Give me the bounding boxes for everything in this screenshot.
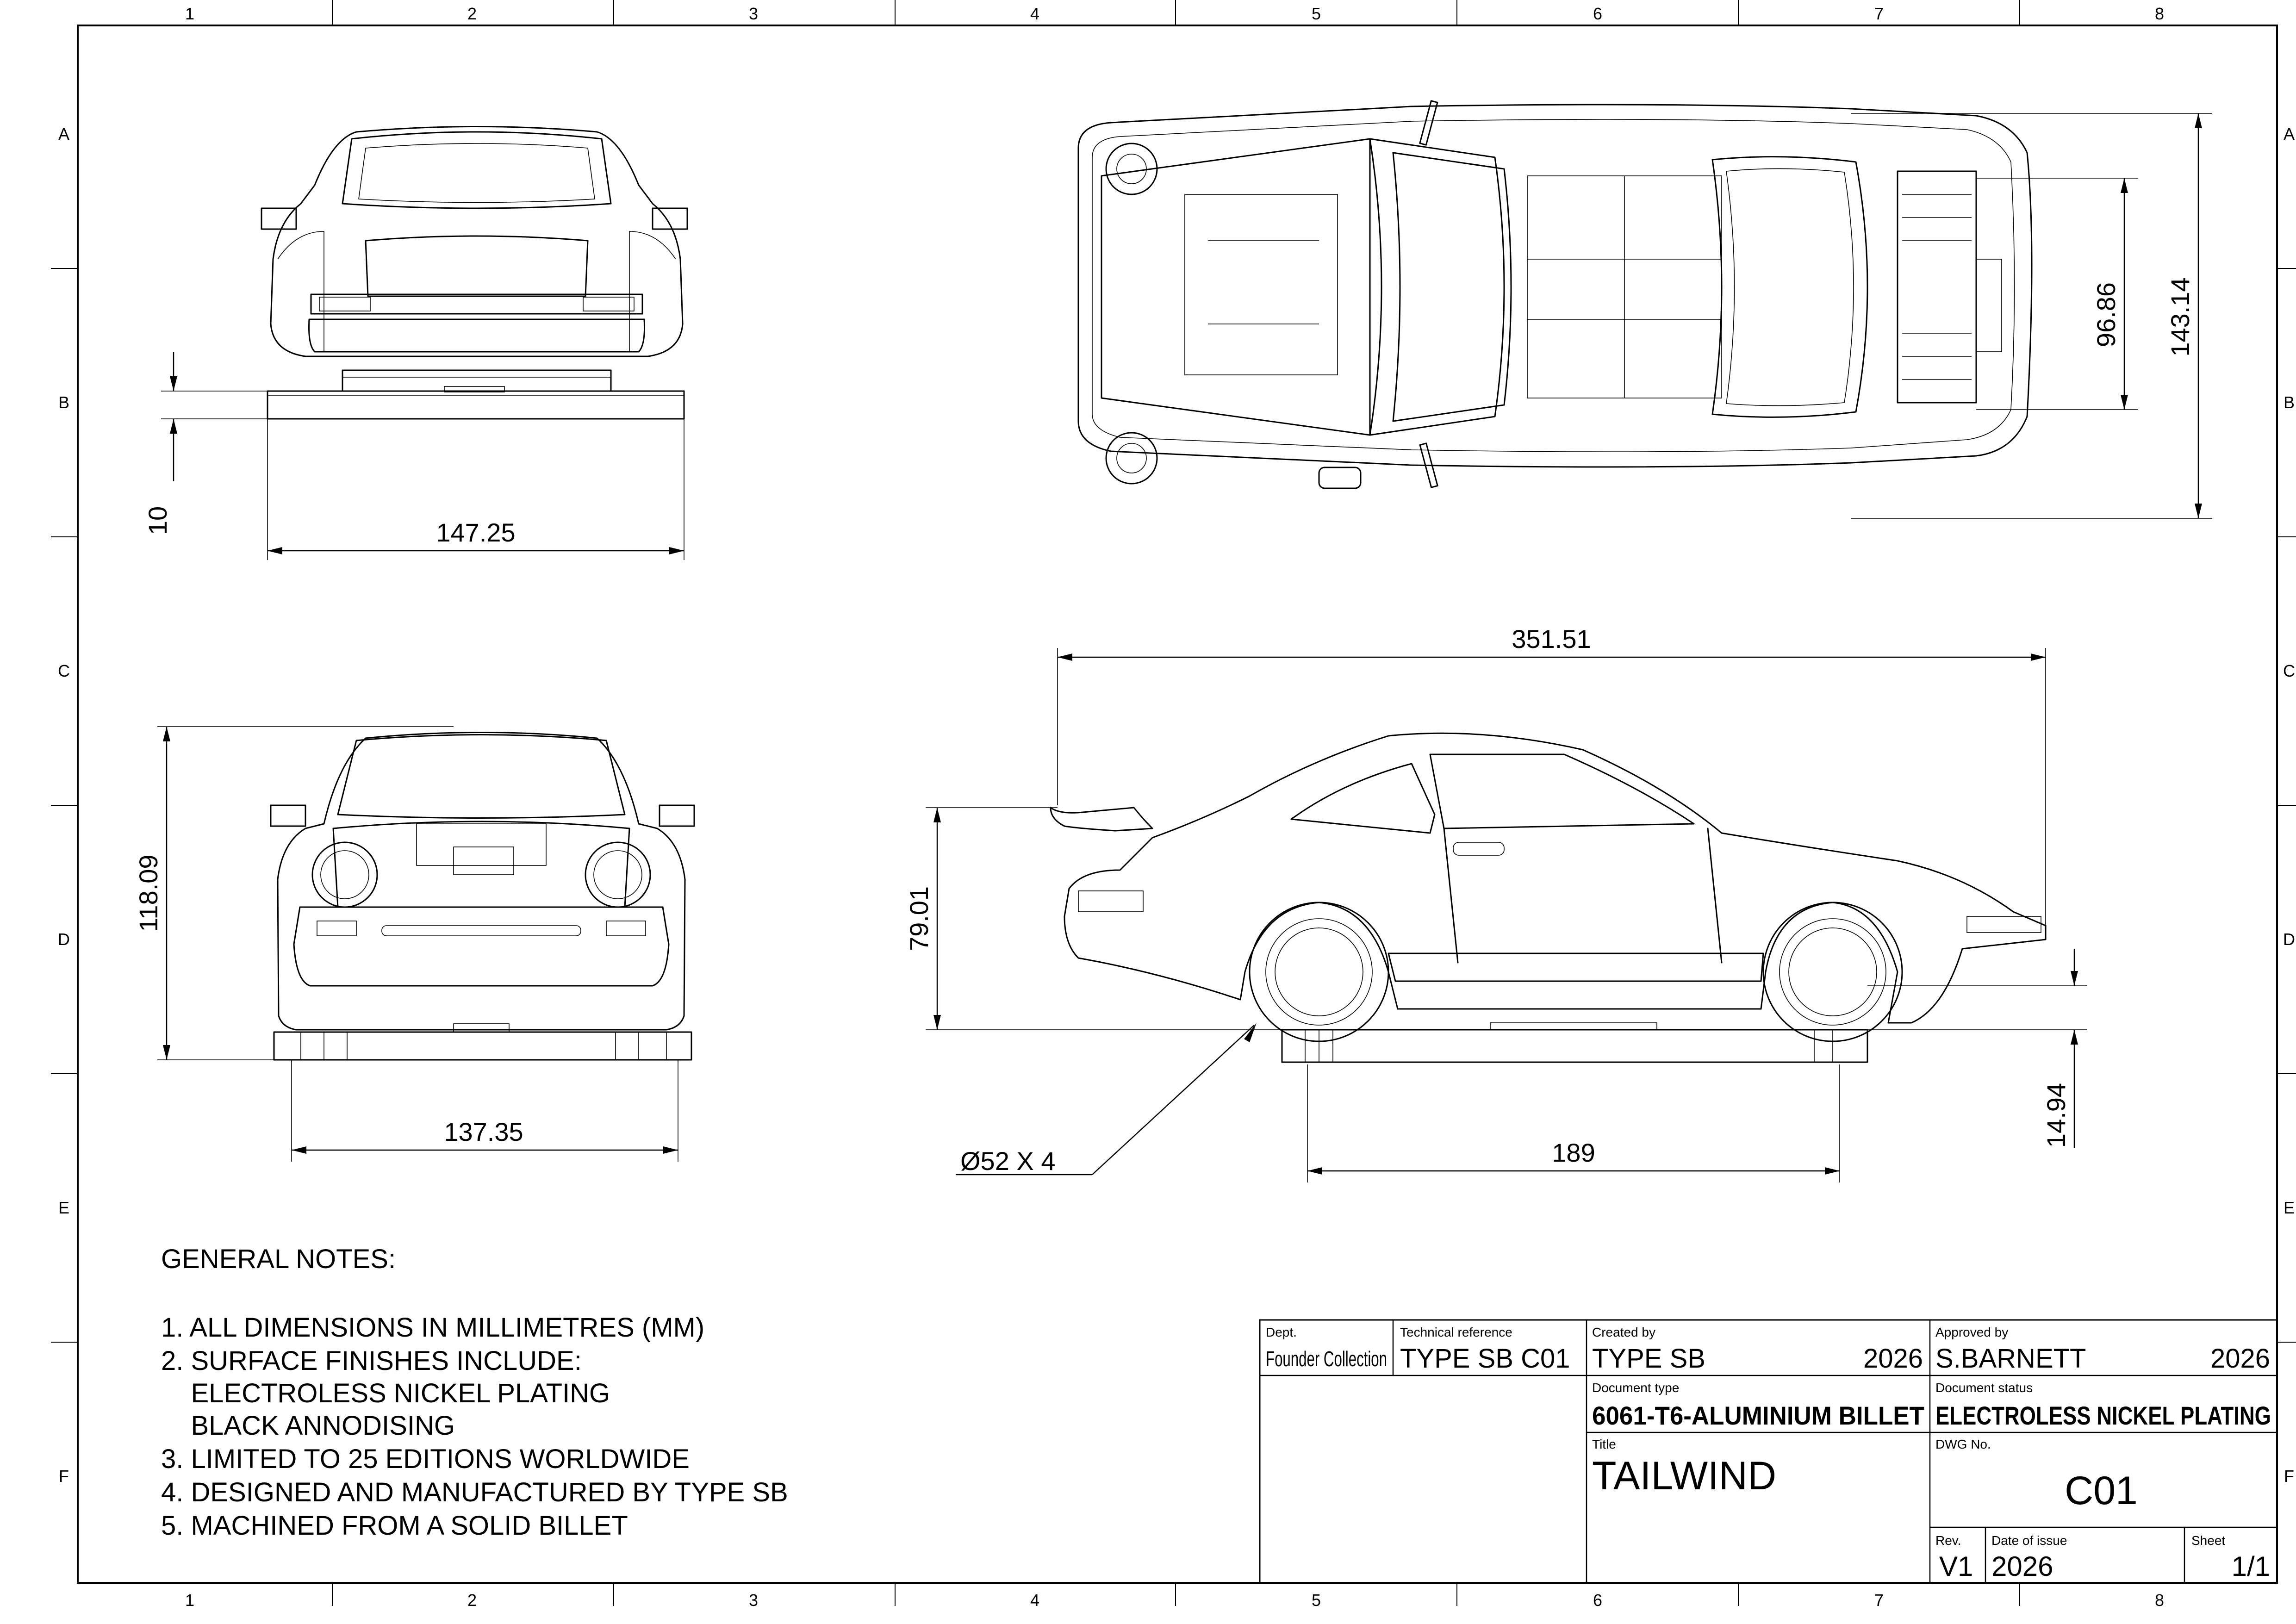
- tb-created-value: TYPE SB: [1592, 1344, 1705, 1374]
- grid-row-right-B: B: [2284, 393, 2295, 412]
- dim-text-rear-width: 147.25: [436, 518, 515, 547]
- tb-doctype-label: Document type: [1592, 1381, 1679, 1395]
- tb-rev-label: Rev.: [1935, 1533, 1961, 1548]
- grid-row-right-D: D: [2283, 930, 2295, 949]
- front-view: [270, 732, 695, 1061]
- tb-dept-label: Dept.: [1266, 1325, 1297, 1339]
- grid-col-bottom-4: 4: [1030, 1591, 1039, 1610]
- dim-text-ground-clearance: 14.94: [2041, 1083, 2071, 1148]
- side-view: [1050, 732, 2047, 1063]
- note-line-6: 4. DESIGNED AND MANUFACTURED BY TYPE SB: [161, 1477, 788, 1507]
- dimensions: 147.25 10 96.86 143.14: [134, 113, 2212, 1182]
- tb-docstatus-label: Document status: [1935, 1381, 2033, 1395]
- dim-top-inner: 96.86: [1976, 178, 2138, 410]
- tb-dwg-value: C01: [2065, 1468, 2138, 1513]
- grid-col-top-3: 3: [749, 4, 758, 23]
- grid-row-right-E: E: [2284, 1198, 2295, 1217]
- grid-labels: 1 2 3 4 5 6 7 8 1 2 3 4 5 6 7 8 A B C D …: [58, 4, 2295, 1610]
- tb-date-label: Date of issue: [1991, 1533, 2067, 1548]
- grid-row-left-D: D: [58, 930, 70, 949]
- grid-col-top-1: 1: [185, 4, 194, 23]
- tb-doctype-value: 6061-T6-ALUMINIUM BILLET: [1592, 1401, 1924, 1430]
- grid-row-left-C: C: [58, 661, 70, 680]
- dim-text-rear-base: 10: [143, 506, 172, 535]
- grid-col-bottom-5: 5: [1312, 1591, 1321, 1610]
- tb-dwg-label: DWG No.: [1935, 1437, 1991, 1451]
- grid-row-left-E: E: [58, 1198, 69, 1217]
- general-notes: GENERAL NOTES: 1. ALL DIMENSIONS IN MILL…: [161, 1244, 788, 1541]
- tb-techref-value: TYPE SB C01: [1400, 1344, 1570, 1374]
- grid-col-bottom-8: 8: [2155, 1591, 2164, 1610]
- note-line-7: 5. MACHINED FROM A SOLID BILLET: [161, 1511, 628, 1541]
- dim-text-front-track: 137.35: [444, 1117, 523, 1146]
- grid-col-top-6: 6: [1593, 4, 1602, 23]
- note-line-1: 1. ALL DIMENSIONS IN MILLIMETRES (MM): [161, 1313, 704, 1343]
- dim-text-wheel-callout: Ø52 X 4: [960, 1146, 1055, 1176]
- dim-side-height: 79.01: [904, 807, 1282, 1030]
- grid-col-top-4: 4: [1030, 4, 1039, 23]
- grid-row-right-A: A: [2284, 124, 2295, 143]
- grid-col-top-8: 8: [2155, 4, 2164, 23]
- tb-sheet-label: Sheet: [2191, 1533, 2225, 1548]
- dim-text-top-width: 143.14: [2165, 277, 2195, 356]
- tb-rev-value: V1: [1939, 1551, 1973, 1582]
- note-line-3: ELECTROLESS NICKEL PLATING: [161, 1378, 610, 1408]
- grid-col-bottom-3: 3: [749, 1591, 758, 1610]
- dim-text-side-height: 79.01: [904, 886, 933, 951]
- dim-rear-width: 147.25: [267, 419, 684, 560]
- tb-title-value: TAILWIND: [1592, 1454, 1776, 1498]
- grid-row-right-F: F: [2284, 1467, 2294, 1486]
- dim-wheel-callout: Ø52 X 4: [956, 1023, 1257, 1176]
- dim-text-wheelbase: 189: [1552, 1138, 1595, 1167]
- tb-title-label: Title: [1592, 1437, 1616, 1451]
- grid-col-top-5: 5: [1312, 4, 1321, 23]
- dim-wheelbase: 189: [1307, 1064, 1840, 1182]
- tb-approved-year: 2026: [2210, 1344, 2270, 1374]
- notes-heading: GENERAL NOTES:: [161, 1244, 396, 1274]
- tb-approved-value: S.BARNETT: [1935, 1344, 2086, 1374]
- grid-row-left-A: A: [58, 124, 69, 143]
- tb-dept-value: Founder Collection: [1266, 1347, 1387, 1371]
- dim-text-top-inner: 96.86: [2091, 282, 2121, 347]
- dim-text-front-height: 118.09: [134, 854, 163, 932]
- grid-row-right-C: C: [2283, 661, 2295, 680]
- note-line-2: 2. SURFACE FINISHES INCLUDE:: [161, 1346, 582, 1376]
- rear-view: [261, 126, 688, 420]
- grid-col-bottom-7: 7: [1874, 1591, 1884, 1610]
- grid-col-bottom-2: 2: [467, 1591, 477, 1610]
- grid-col-top-7: 7: [1874, 4, 1884, 23]
- dim-ground-clearance: 14.94: [1867, 949, 2087, 1148]
- dim-front-height: 118.09: [134, 726, 454, 1060]
- tb-sheet-value: 1/1: [2232, 1551, 2270, 1582]
- drawing-frame: [51, 0, 2296, 1606]
- tb-docstatus-value: ELECTROLESS NICKEL PLATING: [1935, 1401, 2271, 1430]
- top-view: [1077, 100, 2033, 489]
- tb-approved-label: Approved by: [1935, 1325, 2008, 1339]
- dim-text-overall-length: 351.51: [1512, 624, 1591, 653]
- tb-date-value: 2026: [1991, 1551, 2053, 1582]
- grid-col-bottom-6: 6: [1593, 1591, 1602, 1610]
- grid-col-top-2: 2: [467, 4, 477, 23]
- dim-rear-base: 10: [143, 352, 268, 535]
- dim-top-width: 143.14: [1851, 113, 2212, 519]
- tb-created-year: 2026: [1863, 1344, 1923, 1374]
- tb-created-label: Created by: [1592, 1325, 1655, 1339]
- tb-techref-label: Technical reference: [1400, 1325, 1512, 1339]
- grid-row-left-B: B: [58, 393, 69, 412]
- dim-front-track: 137.35: [291, 1060, 678, 1162]
- grid-col-bottom-1: 1: [185, 1591, 194, 1610]
- note-line-4: BLACK ANNODISING: [161, 1411, 455, 1441]
- grid-row-left-F: F: [59, 1467, 69, 1486]
- dim-overall-length: 351.51: [1057, 624, 2046, 926]
- note-line-5: 3. LIMITED TO 25 EDITIONS WORLDWIDE: [161, 1444, 690, 1474]
- title-block: Dept. Founder Collection Technical refer…: [1259, 1319, 2278, 1584]
